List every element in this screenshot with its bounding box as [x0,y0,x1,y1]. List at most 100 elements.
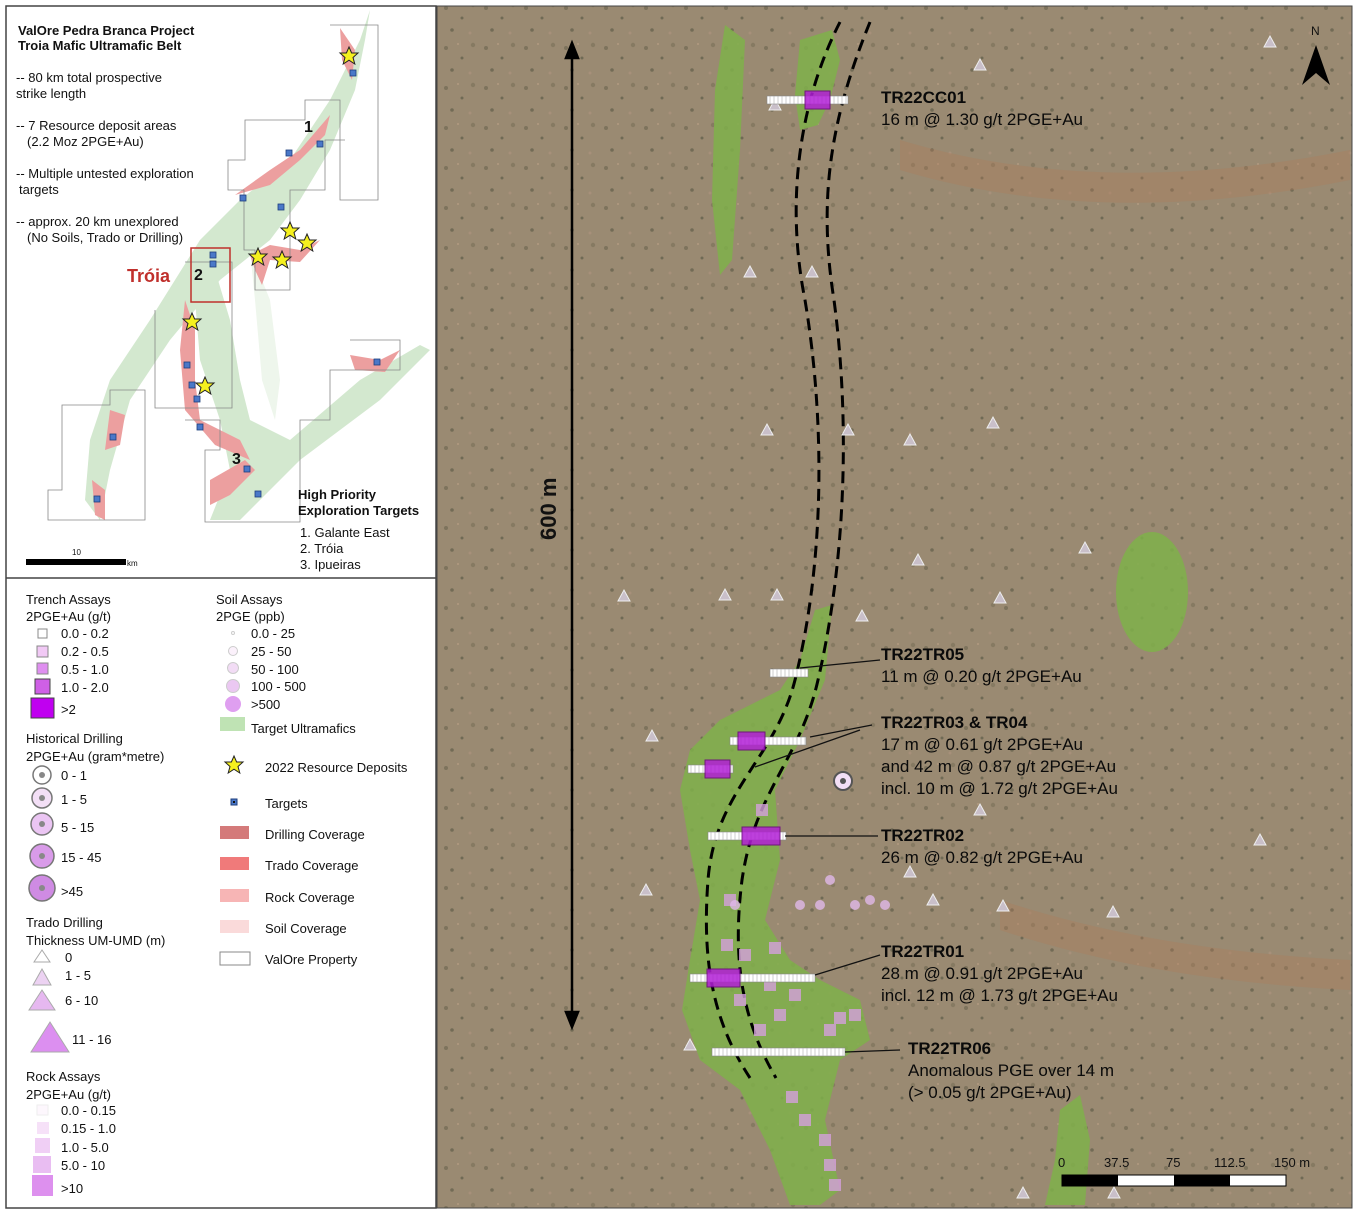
trado-hole-marker [841,422,855,436]
inset-title-2: Troia Mafic Ultramafic Belt [18,38,182,53]
svg-text:0.0 - 0.15: 0.0 - 0.15 [61,1103,116,1118]
trado-hole-marker [645,728,659,742]
soil-sample-marker [850,900,860,910]
target-number-2: 2 [194,267,203,284]
soil-sample-marker [865,895,875,905]
rock-sample-marker [824,1159,836,1171]
svg-text:(> 0.05 g/t 2PGE+Au): (> 0.05 g/t 2PGE+Au) [908,1083,1071,1102]
target-number-3: 3 [232,451,241,468]
svg-text:N: N [1311,24,1320,38]
rock-sample-marker [739,949,751,961]
rock-sample-marker [769,942,781,954]
svg-text:targets: targets [19,182,59,197]
priority-item: 1. Galante East [300,525,390,540]
svg-text:0.0 - 25: 0.0 - 25 [251,626,295,641]
trado-hole-marker [683,1037,697,1051]
trado-hole-marker [805,264,819,278]
legend-panel [5,5,437,1209]
svg-text:2022 Resource Deposits: 2022 Resource Deposits [265,760,408,775]
svg-text:0.15 - 1.0: 0.15 - 1.0 [61,1121,116,1136]
resource-deposit-stars [182,45,360,395]
rock-sample-marker [789,989,801,1001]
svg-text:11 m @ 0.20 g/t 2PGE+Au: 11 m @ 0.20 g/t 2PGE+Au [881,667,1082,686]
svg-text:2PGE+Au (g/t): 2PGE+Au (g/t) [26,609,111,624]
svg-text:11 - 16: 11 - 16 [72,1032,112,1047]
trench [687,759,734,779]
svg-text:1 - 5: 1 - 5 [65,968,91,983]
svg-text:0: 0 [1058,1155,1065,1170]
svg-text:strike length: strike length [16,86,86,101]
svg-text:37.5: 37.5 [1104,1155,1129,1170]
trado-hole-marker [903,864,917,878]
svg-text:Soil Assays: Soil Assays [216,592,283,607]
svg-text:(2.2 Moz 2PGE+Au): (2.2 Moz 2PGE+Au) [27,134,144,149]
distance-arrow [564,39,580,1031]
soil-sample-marker [825,875,835,885]
trado-hole-marker [973,802,987,816]
soil-sample-marker [880,900,890,910]
svg-text:Target Ultramafics: Target Ultramafics [251,721,356,736]
soil-sample-marker [730,900,740,910]
trado-hole-marker [1078,540,1092,554]
svg-text:>2: >2 [61,702,76,717]
svg-text:>10: >10 [61,1181,83,1196]
trado-hole-marker [855,608,869,622]
ultramafic-contact-lines [704,21,872,1079]
trado-hole-marker [1263,34,1277,48]
svg-text:0 - 1: 0 - 1 [61,768,87,783]
svg-text:Trado Drilling: Trado Drilling [26,915,103,930]
trado-hole-marker [1253,832,1267,846]
svg-text:incl. 10 m @ 1.72 g/t 2PGE+Au: incl. 10 m @ 1.72 g/t 2PGE+Au [881,779,1118,798]
svg-text:1.0 - 5.0: 1.0 - 5.0 [61,1140,109,1155]
svg-text:Rock Coverage: Rock Coverage [265,890,355,905]
svg-text:TR22TR06: TR22TR06 [908,1039,991,1058]
trado-hole-marker [639,882,653,896]
svg-text:112.5: 112.5 [1214,1155,1246,1170]
trench [711,1047,846,1057]
svg-text:-- approx. 20 km unexplored: -- approx. 20 km unexplored [16,214,179,229]
trado-hole-marker [770,587,784,601]
svg-text:2PGE (ppb): 2PGE (ppb) [216,609,285,624]
svg-text:and 42 m @ 0.87 g/t 2PGE+Au: and 42 m @ 0.87 g/t 2PGE+Au [881,757,1116,776]
svg-text:TR22TR02: TR22TR02 [881,826,964,845]
rock-sample-marker [734,994,746,1006]
rock-sample-marker [829,1179,841,1191]
distance-label: 600 m [536,478,561,540]
target-number-1: 1 [304,119,313,136]
svg-text:Trench Assays: Trench Assays [26,592,111,607]
trench [769,668,809,678]
svg-text:6 - 10: 6 - 10 [65,993,98,1008]
inset-title-1: ValOre Pedra Branca Project [18,23,195,38]
soil-sample-marker [815,900,825,910]
inset-scale-unit: km [127,559,138,568]
svg-text:150 m: 150 m [1274,1155,1310,1170]
inset-scale-bar [26,559,126,565]
svg-text:5 - 15: 5 - 15 [61,820,94,835]
svg-text:26 m @ 0.82 g/t 2PGE+Au: 26 m @ 0.82 g/t 2PGE+Au [881,848,1083,867]
svg-text:>500: >500 [251,697,280,712]
svg-text:0.2 - 0.5: 0.2 - 0.5 [61,644,109,659]
trado-hole-marker [768,97,782,111]
svg-text:-- Multiple untested explorati: -- Multiple untested exploration [16,166,194,181]
trado-hole-marker [1016,1185,1030,1199]
svg-text:0.0 - 0.2: 0.0 - 0.2 [61,626,109,641]
svg-text:Anomalous PGE over 14 m: Anomalous PGE over 14 m [908,1061,1114,1080]
svg-text:Rock Assays: Rock Assays [26,1069,101,1084]
trado-hole-marker [617,588,631,602]
svg-text:-- 7 Resource deposit areas: -- 7 Resource deposit areas [16,118,177,133]
priority-item: 3. Ipueiras [300,557,361,572]
svg-text:>45: >45 [61,884,83,899]
rock-sample-marker [849,1009,861,1021]
svg-text:2PGE+Au (g/t): 2PGE+Au (g/t) [26,1087,111,1102]
trado-hole-marker [903,432,917,446]
svg-text:TR22CC01: TR22CC01 [881,88,966,107]
trench [729,731,807,751]
rock-sample-marker [754,1024,766,1036]
svg-text:Historical Drilling: Historical Drilling [26,731,123,746]
svg-text:Trado Coverage: Trado Coverage [265,858,358,873]
trench [689,968,816,988]
